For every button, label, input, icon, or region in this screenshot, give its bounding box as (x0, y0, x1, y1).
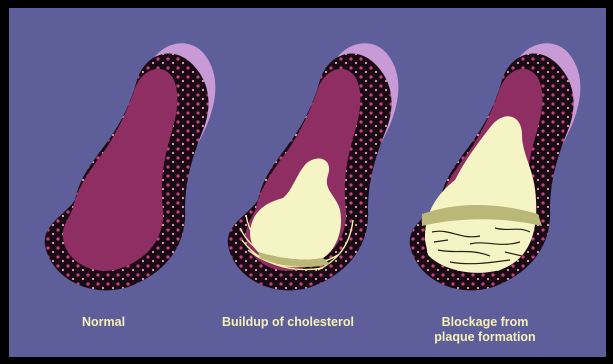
label-blockage-line1: Blockage from (400, 315, 570, 330)
label-buildup: Buildup of cholesterol (222, 315, 354, 330)
artery-buildup (228, 43, 399, 290)
label-blockage: Blockage from plaque formation (400, 315, 570, 345)
label-blockage-line2: plaque formation (400, 330, 570, 345)
label-normal: Normal (82, 315, 125, 330)
plaque-mass (425, 116, 536, 273)
artery-normal (45, 43, 216, 290)
artery-blockage (410, 43, 581, 290)
